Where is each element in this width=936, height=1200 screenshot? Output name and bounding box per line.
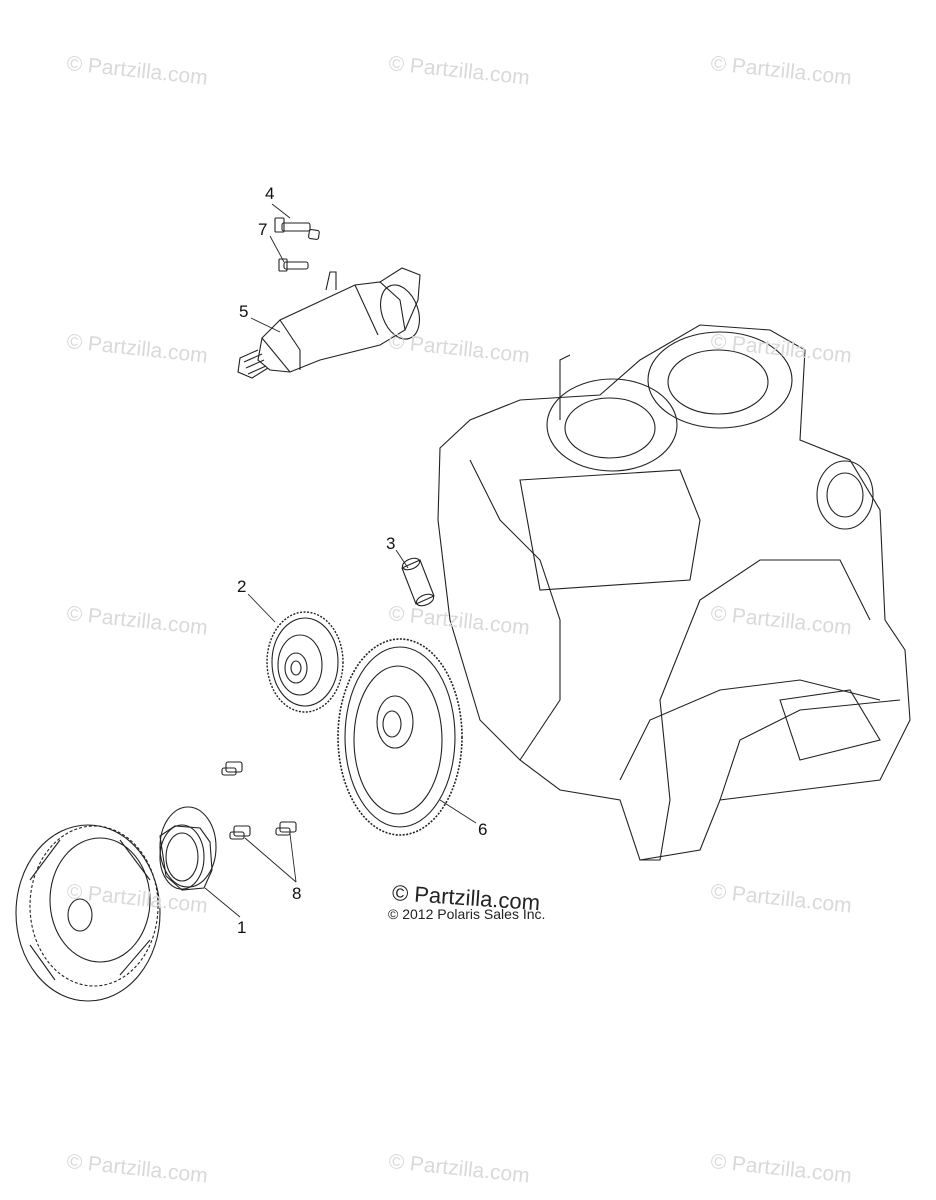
engine-block	[437, 324, 911, 861]
part-2-idler-gear	[266, 611, 344, 713]
copyright-text: © 2012 Polaris Sales Inc.	[388, 906, 546, 922]
callout-1: 1	[237, 918, 247, 937]
callout-3: 3	[386, 534, 396, 553]
part-3-pin	[401, 557, 435, 607]
callout-5: 5	[239, 302, 249, 321]
callout-6: 6	[478, 820, 488, 839]
part-5-starter-motor	[237, 267, 421, 379]
part-6-driven-gear	[337, 638, 463, 836]
callout-7: 7	[258, 220, 268, 239]
part-7-bolt	[278, 258, 309, 272]
callout-2: 2	[237, 577, 247, 596]
callout-4: 4	[265, 184, 275, 203]
leader-lines	[204, 203, 477, 918]
part-4-bolt	[274, 217, 320, 240]
part-8-bolts	[221, 761, 297, 840]
callout-8: 8	[292, 884, 302, 903]
part-1-flywheel-clutch	[15, 806, 217, 1002]
